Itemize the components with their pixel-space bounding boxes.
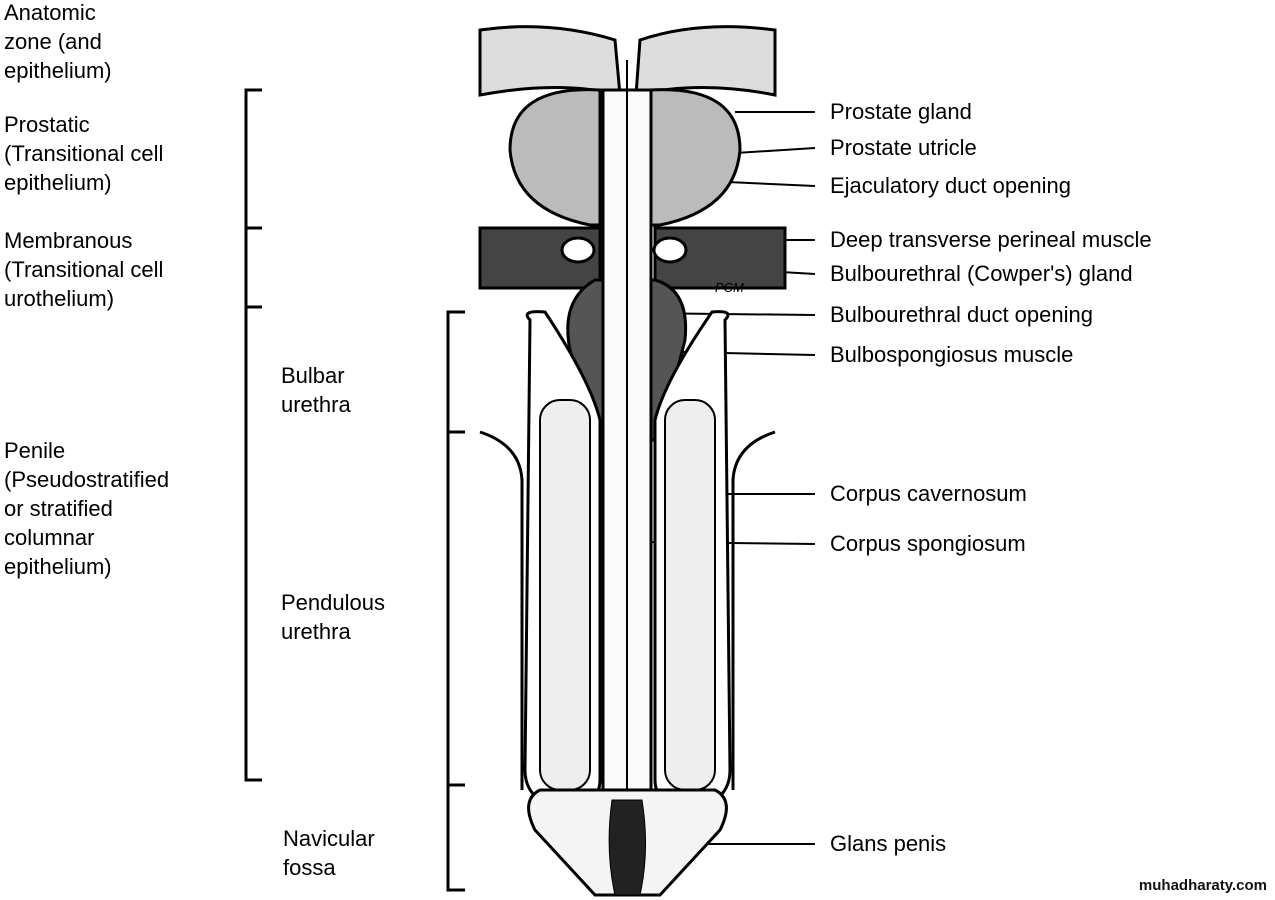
urethra-label-bulbar: Bulbar urethra (281, 363, 351, 417)
label-prostate-utricle: Prostate utricle (830, 135, 977, 160)
prostate-right (648, 88, 742, 227)
prostate-left (508, 88, 602, 227)
bracket-urethra (446, 310, 465, 892)
cowper-gland-left (560, 236, 596, 264)
zone-label-membranous: Membranous (Transitional cell urothelium… (4, 228, 164, 311)
label-corpus-cavernosum: Corpus cavernosum (830, 481, 1027, 506)
zone-brackets (244, 88, 465, 892)
label-bulbourethral-gland: Bulbourethral (Cowper's) gland (830, 261, 1133, 286)
urethra-label-pendulous: Pendulous urethra (281, 590, 385, 644)
label-glans-penis: Glans penis (830, 831, 947, 856)
bladder-wall-left (478, 25, 622, 97)
label-prostate-gland: Prostate gland (830, 99, 972, 124)
label-deep-transverse-perineal-muscle: Deep transverse perineal muscle (830, 227, 1152, 252)
label-bulbospongiosus-muscle: Bulbospongiosus muscle (830, 342, 1074, 367)
cowper-gland-right (652, 236, 688, 264)
watermark: muhadharaty.com (1138, 877, 1267, 894)
label-corpus-spongiosum: Corpus spongiosum (830, 531, 1026, 556)
label-ejaculatory-duct-opening: Ejaculatory duct opening (830, 173, 1071, 198)
bladder-wall-right (634, 25, 777, 97)
zone-label-prostatic: Prostatic (Transitional cell epithelium) (4, 112, 164, 195)
label-bulbourethral-duct-opening: Bulbourethral duct opening (830, 302, 1093, 327)
anatomy-drawing (478, 25, 787, 897)
bracket-zone-dividers (246, 226, 262, 309)
zone-label-anatomic: Anatomic zone (and epithelium) (4, 0, 112, 83)
zone-label-penile: Penile (Pseudostratified or stratified c… (4, 438, 170, 579)
urethra-label-navicular: Navicular fossa (283, 826, 375, 880)
artist-signature: PCM (715, 280, 744, 295)
bracket-zones (244, 88, 262, 782)
